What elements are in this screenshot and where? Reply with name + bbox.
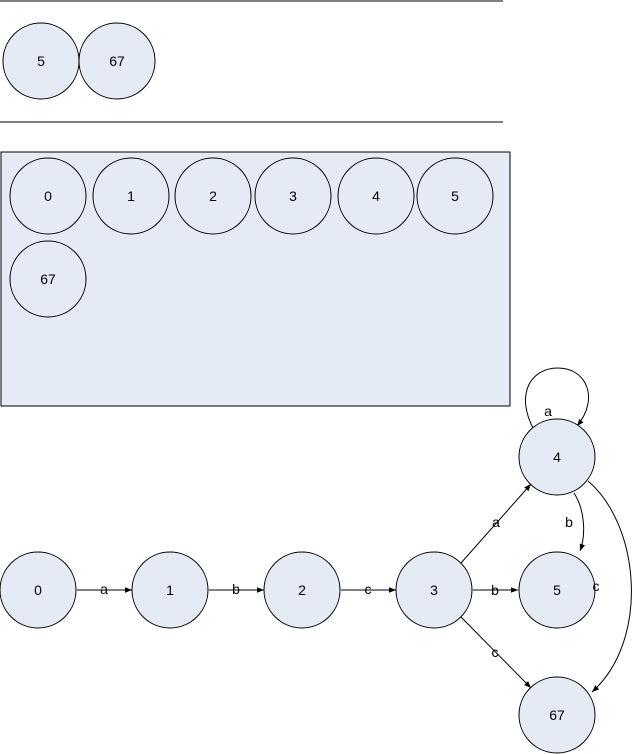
edge-label-4-67: c xyxy=(593,578,600,594)
edge-label-3-4: a xyxy=(492,514,500,530)
state-label: 1 xyxy=(166,582,174,598)
automaton-state[interactable]: 67 xyxy=(518,676,596,754)
state-panel: 0 1 2 3 4 5 67 xyxy=(0,151,511,407)
edge-label-4-5: b xyxy=(565,514,573,530)
panel-node-label: 5 xyxy=(451,188,459,204)
automaton-edges xyxy=(77,367,632,693)
automaton-state[interactable]: 1 xyxy=(131,551,209,629)
panel-node-label: 3 xyxy=(289,188,297,204)
automaton-state[interactable]: 3 xyxy=(395,551,473,629)
panel-node[interactable]: 67 xyxy=(9,240,87,318)
panel-node[interactable]: 3 xyxy=(254,157,332,235)
panel-node-label: 4 xyxy=(372,188,380,204)
edge-label-0-1: a xyxy=(100,581,108,597)
panel-node[interactable]: 1 xyxy=(92,157,170,235)
edge-3-4 xyxy=(460,483,532,564)
edge-label-1-2: b xyxy=(232,581,240,597)
panel-node-label: 1 xyxy=(127,188,135,204)
automaton-state[interactable]: 0 xyxy=(0,551,77,629)
edge-label-3-67: c xyxy=(492,644,499,660)
automaton-state[interactable]: 2 xyxy=(263,551,341,629)
edge-3-67 xyxy=(460,616,532,689)
panel-node-label: 2 xyxy=(209,188,217,204)
panel-node-label: 0 xyxy=(44,188,52,204)
edge-4-4 xyxy=(525,367,589,431)
top-set-node[interactable]: 67 xyxy=(78,22,156,100)
top-set-node[interactable]: 5 xyxy=(2,22,80,100)
edge-label-3-5: b xyxy=(491,582,499,598)
top-set-node-label: 67 xyxy=(109,53,125,69)
panel-node[interactable]: 5 xyxy=(416,157,494,235)
automaton-nodes: 0 1 2 3 4 5 67 xyxy=(0,418,596,754)
state-label: 67 xyxy=(549,707,565,723)
panel-node[interactable]: 0 xyxy=(9,157,87,235)
state-label: 5 xyxy=(553,582,561,598)
panel-node[interactable]: 2 xyxy=(174,157,252,235)
automaton-state[interactable]: 5 xyxy=(518,551,596,629)
state-label: 4 xyxy=(553,449,561,465)
edge-label-4-4: a xyxy=(544,403,552,419)
edge-label-2-3: c xyxy=(365,581,372,597)
edge-labels: a b c a b c a b c xyxy=(100,403,599,660)
panel-node[interactable]: 4 xyxy=(337,157,415,235)
state-label: 3 xyxy=(430,582,438,598)
panel-node-label: 67 xyxy=(40,271,56,287)
edge-4-67 xyxy=(587,480,632,693)
top-set: 5 67 xyxy=(2,22,156,100)
edge-4-5 xyxy=(573,492,586,552)
state-label: 2 xyxy=(298,582,306,598)
top-set-node-label: 5 xyxy=(37,53,45,69)
automaton-state[interactable]: 4 xyxy=(518,418,596,496)
state-label: 0 xyxy=(34,582,42,598)
